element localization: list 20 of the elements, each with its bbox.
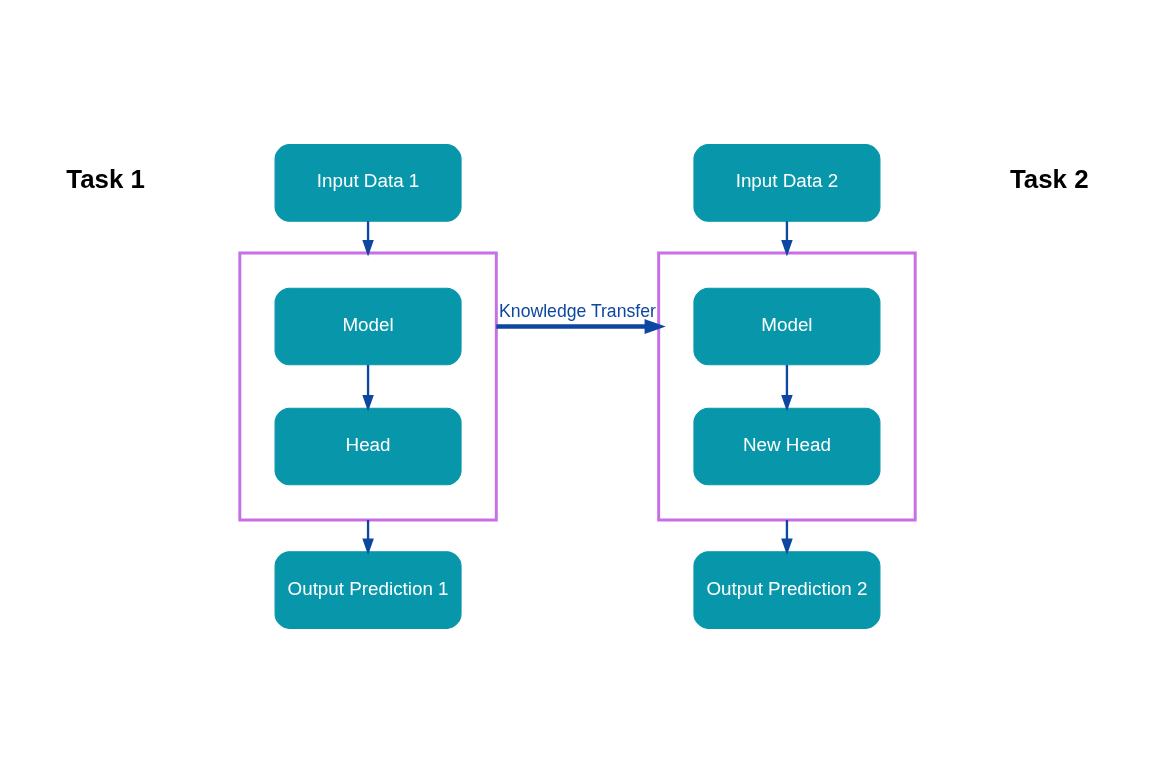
arrow	[362, 519, 374, 555]
arrow	[362, 220, 374, 256]
node-box: Head	[274, 407, 462, 485]
arrow	[362, 364, 374, 411]
node-box: Model	[274, 287, 462, 365]
arrow	[496, 318, 666, 334]
cluster	[238, 251, 498, 521]
arrow	[781, 364, 793, 411]
arrow	[781, 220, 793, 256]
node-box: Input Data 2	[693, 143, 881, 222]
label: Task 1	[66, 164, 145, 193]
arrow	[781, 519, 793, 555]
edge-label: Knowledge Transfer	[499, 300, 656, 321]
node-box: New Head	[693, 407, 881, 485]
node-box: Output Prediction 2	[693, 550, 881, 629]
node-box: Model	[693, 287, 881, 365]
node-box: Input Data 1	[274, 143, 462, 222]
label: Task 2	[1009, 164, 1089, 193]
cluster	[657, 251, 917, 521]
node-box: Output Prediction 1	[274, 550, 462, 629]
